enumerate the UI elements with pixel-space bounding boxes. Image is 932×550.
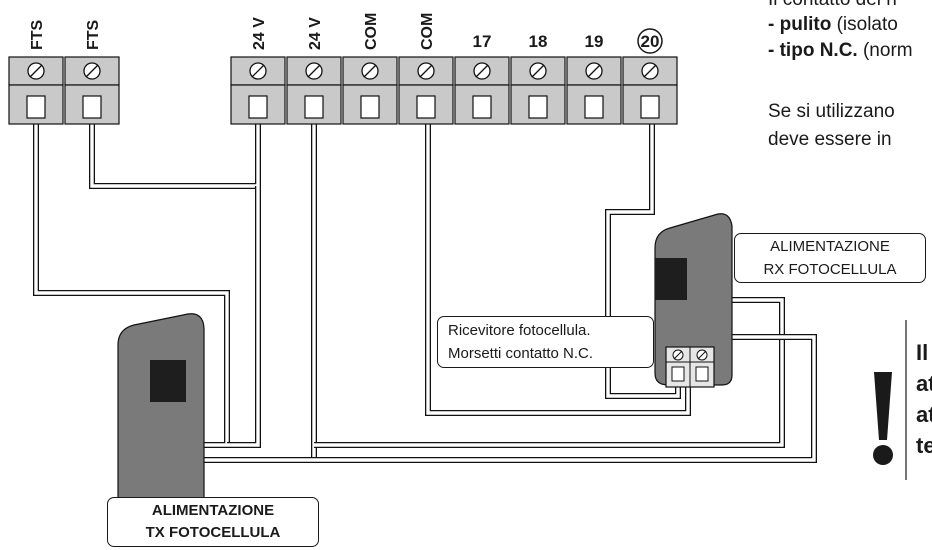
wire-slot	[304, 95, 324, 119]
note-line-3-rest: (norm	[857, 40, 913, 61]
terminal-3: 24 V	[230, 17, 286, 125]
screw-icon	[361, 62, 379, 80]
note-line-4: Se si utilizzano	[768, 101, 895, 122]
note-line-3-bold: - tipo N.C.	[768, 40, 858, 61]
receiver-label-line2: Morsetti contatto N.C.	[448, 345, 594, 362]
rx-power-label: ALIMENTAZIONE RX FOTOCELLULA	[734, 233, 926, 283]
wire-slot	[584, 95, 604, 119]
tx-power-label-line2: TX FOTOCELLULA	[145, 524, 281, 541]
terminal-label: 24 V	[251, 17, 268, 50]
note-line-1: Il contatto del ri	[768, 0, 897, 13]
terminal-label: 19	[585, 32, 604, 51]
terminal-5: COM	[342, 13, 398, 125]
terminal-10: 20	[622, 28, 678, 125]
terminal-label: 24 V	[307, 17, 324, 50]
receiver-label: Ricevitore fotocellula. Morsetti contatt…	[437, 316, 654, 368]
screw-icon	[696, 349, 708, 361]
terminal-label: COM	[419, 13, 436, 50]
terminal-1: FTS	[8, 19, 64, 125]
warning-line-2: at	[916, 371, 932, 396]
wire-slot	[528, 95, 548, 119]
screw-icon	[473, 62, 491, 80]
terminal-9: 19	[566, 32, 622, 125]
note-line-3: - tipo N.C. (norm	[768, 38, 913, 64]
wire-5	[314, 297, 785, 448]
rx-power-label-line1: ALIMENTAZIONE	[770, 238, 890, 255]
note-line-2-rest: (isolato	[831, 14, 898, 35]
wires	[33, 108, 817, 463]
circled-marker	[637, 28, 663, 54]
terminal-7: 17	[454, 32, 510, 125]
screw-icon	[249, 62, 267, 80]
note-line-2: - pulito (isolato	[768, 12, 898, 38]
warning-line-4: te	[916, 433, 932, 458]
wire-slot	[248, 95, 268, 119]
screw-icon	[305, 62, 323, 80]
wire-2	[89, 108, 261, 189]
wire-6	[204, 334, 817, 463]
warning-line-3: at	[916, 402, 932, 427]
wire-slot	[82, 95, 102, 119]
screw-icon	[83, 62, 101, 80]
wire-slot	[416, 95, 436, 119]
warning-text: Il at at te	[916, 337, 932, 461]
note-line-5: deve essere in	[768, 129, 892, 150]
warning-line-1: Il	[916, 340, 929, 365]
exclamation-icon	[873, 372, 893, 465]
wire-slot	[360, 95, 380, 119]
rx-power-label-line2: RX FOTOCELLULA	[763, 261, 897, 278]
screw-icon	[585, 62, 603, 80]
wire-slot	[472, 95, 492, 119]
terminal-label: COM	[363, 13, 380, 50]
wire-slot	[640, 95, 660, 119]
terminal-4: 24 V	[286, 17, 342, 125]
terminal-label: 20	[641, 32, 660, 51]
wire-1	[33, 108, 230, 448]
wire-7	[425, 108, 691, 416]
tx-power-label-line1: ALIMENTAZIONE	[151, 502, 275, 519]
note-line-2-bold: - pulito	[768, 14, 832, 35]
receiver-label-line1: Ricevitore fotocellula.	[448, 322, 591, 339]
screw-icon	[27, 62, 45, 80]
wire-3	[227, 186, 261, 448]
terminal-6: COM	[398, 13, 454, 125]
terminal-8: 18	[510, 32, 566, 125]
wire-8	[605, 108, 681, 399]
terminal-strip: FTS FTS 24 V 24 V COM COM 17 18 19 20	[8, 13, 678, 125]
terminal-label: FTS	[29, 19, 46, 50]
screw-icon	[641, 62, 659, 80]
screw-icon	[529, 62, 547, 80]
terminal-2: FTS	[64, 19, 120, 125]
tx-photocell-device	[117, 313, 205, 511]
wire-slot	[26, 95, 46, 119]
terminal-label: 18	[529, 32, 548, 51]
terminal-label: 17	[473, 32, 492, 51]
rx-photocell-device	[654, 213, 733, 388]
rx-terminal-block	[665, 346, 715, 388]
tx-power-label: ALIMENTAZIONE TX FOTOCELLULA	[107, 497, 319, 547]
screw-icon	[672, 349, 684, 361]
screw-icon	[417, 62, 435, 80]
terminal-label: FTS	[85, 19, 102, 50]
